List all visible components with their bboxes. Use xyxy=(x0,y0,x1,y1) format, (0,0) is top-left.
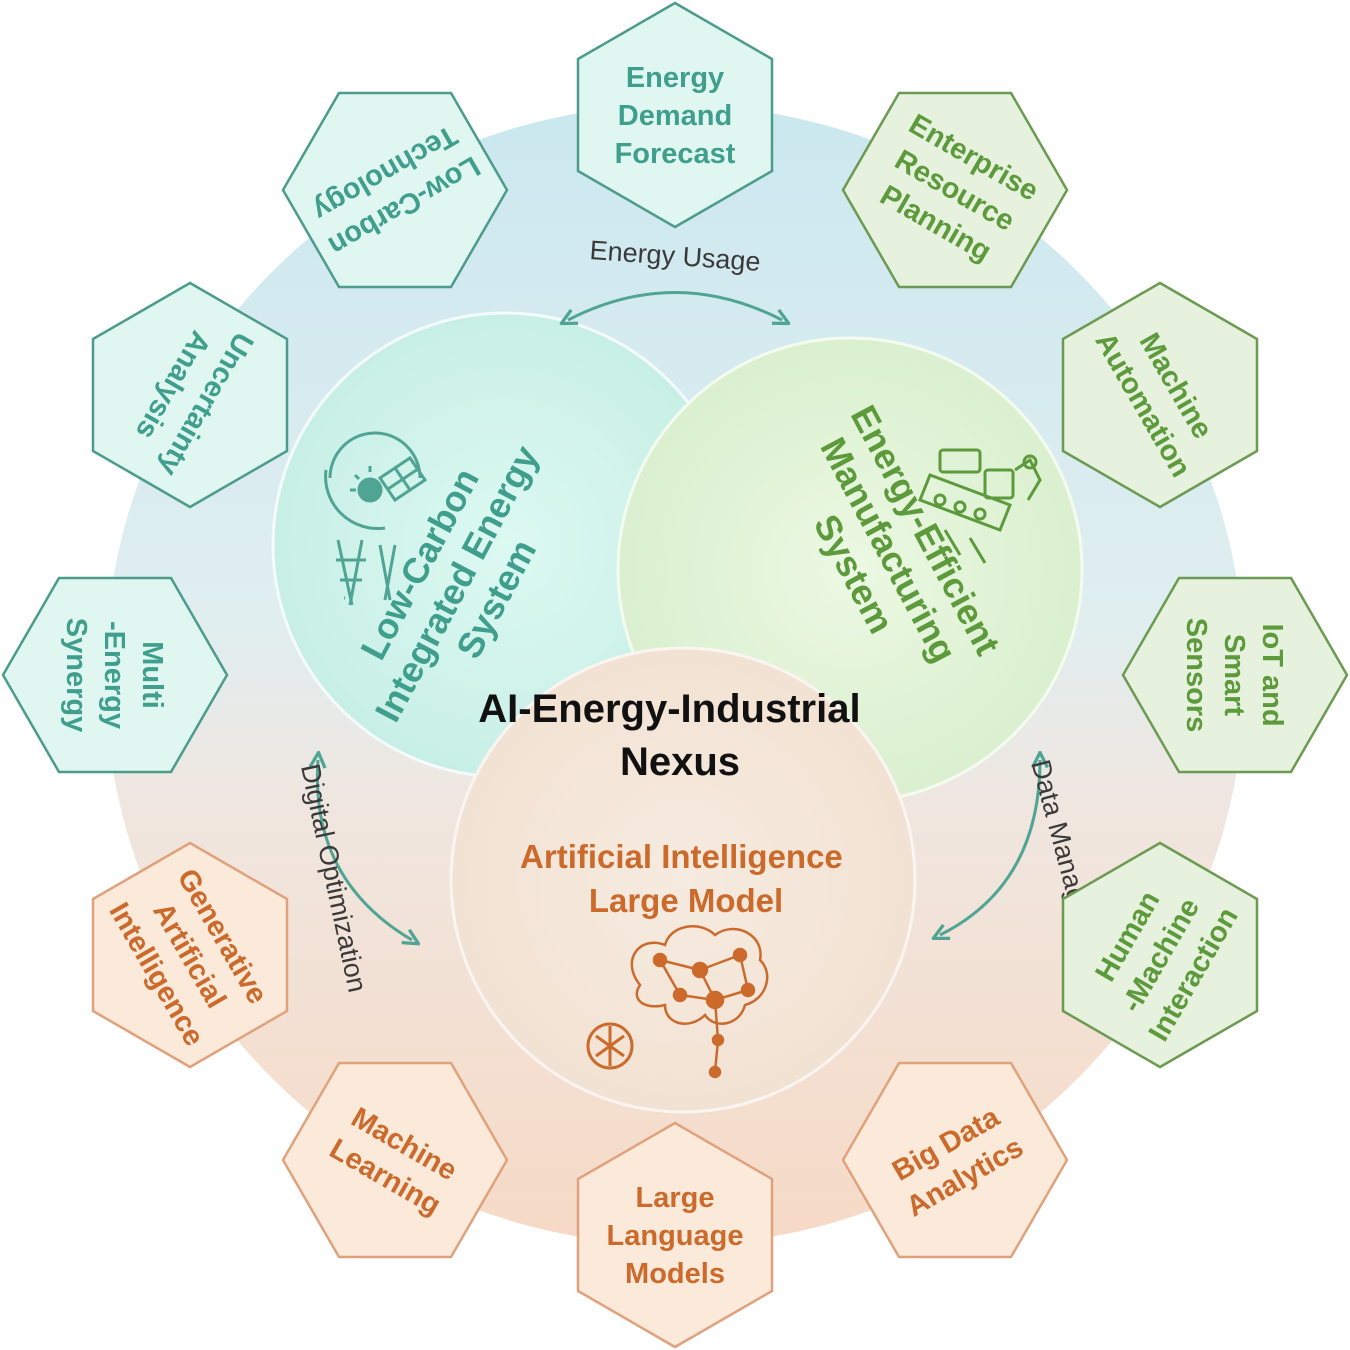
hexagon-shape xyxy=(1,576,229,774)
hexagon-enterprise-resource-planning: EnterpriseResourcePlanning xyxy=(841,91,1069,289)
hexagon-shape xyxy=(841,91,1069,289)
nexus-title-line1: AI-Energy-Industrial xyxy=(478,687,860,731)
nexus-title: AI-Energy-Industrial Nexus xyxy=(478,687,871,784)
data-management-arrow xyxy=(940,760,1040,935)
hexagon-label: Multi-EnergySynergy xyxy=(60,618,168,732)
energy-usage-arrow xyxy=(568,291,782,321)
ai-circle-title: Artificial Intelligence Large Model xyxy=(520,838,852,919)
hexagon-label-line: Large xyxy=(636,1182,715,1214)
hexagon-machine-automation: MachineAutomation xyxy=(1061,281,1259,509)
hexagon-shape xyxy=(1121,576,1349,774)
hexagon-shape xyxy=(91,281,289,509)
hexagon-shape xyxy=(91,841,289,1069)
hexagon-low-carbon-technology: Low-CarbonTechnology xyxy=(281,91,509,289)
hexagon-label-line: Energy xyxy=(626,62,724,94)
hexagon-label-line: Sensors xyxy=(1180,618,1212,732)
hexagon-human-machine-interaction: Human-MachineInteraction xyxy=(1061,841,1259,1069)
hexagon-shape xyxy=(1061,841,1259,1069)
hexagon-label-line: Synergy xyxy=(60,618,92,732)
hexagon-shape xyxy=(576,1121,774,1349)
hexagon-multi-energy-synergy: Multi-EnergySynergy xyxy=(1,576,229,774)
hexagon-uncertainty-analysis: UncertaintyAnalysis xyxy=(91,281,289,509)
hexagon-generative-ai: GenerativeArtificialIntelligence xyxy=(91,841,289,1069)
hexagon-label-line: Language xyxy=(607,1220,744,1252)
digital-optimization-arrow xyxy=(317,760,412,940)
ai-title-line: Large Model xyxy=(589,882,783,919)
solar-wind-grid-icon xyxy=(324,431,428,606)
hexagon-shape xyxy=(281,91,509,289)
hexagon-label: IoT andSmartSensors xyxy=(1180,618,1288,732)
conveyor-robot-arm-icon xyxy=(918,448,1042,564)
ai-title-line: Artificial Intelligence xyxy=(520,838,843,875)
hexagon-label: GenerativeArtificialIntelligence xyxy=(102,859,275,1051)
hexagon-label-line: Models xyxy=(625,1258,725,1290)
openai-logo-icon xyxy=(586,1022,634,1070)
hexagon-label-line: Forecast xyxy=(615,138,736,170)
hexagon-label-line: Multi xyxy=(136,641,168,709)
hexagon-shape xyxy=(576,1,774,229)
hexagon-label-line: Smart xyxy=(1218,634,1250,717)
hexagon-shape xyxy=(1061,281,1259,509)
hexagon-label-line: Demand xyxy=(618,100,732,132)
ai-circle xyxy=(449,646,917,1114)
hexagon-label-line: IoT and xyxy=(1256,623,1288,726)
nexus-title-line2: Nexus xyxy=(620,740,740,784)
hexagon-shape xyxy=(841,1061,1069,1259)
hexagon-shape xyxy=(281,1061,509,1259)
hexagon-big-data-analytics: Big DataAnalytics xyxy=(841,1061,1069,1259)
brain-network-icon xyxy=(630,925,769,1079)
hexagon-machine-learning: MachineLearning xyxy=(281,1061,509,1259)
hexagon-iot-smart-sensors: IoT andSmartSensors xyxy=(1121,576,1349,774)
hexagon-label-line: -Energy xyxy=(98,621,130,729)
